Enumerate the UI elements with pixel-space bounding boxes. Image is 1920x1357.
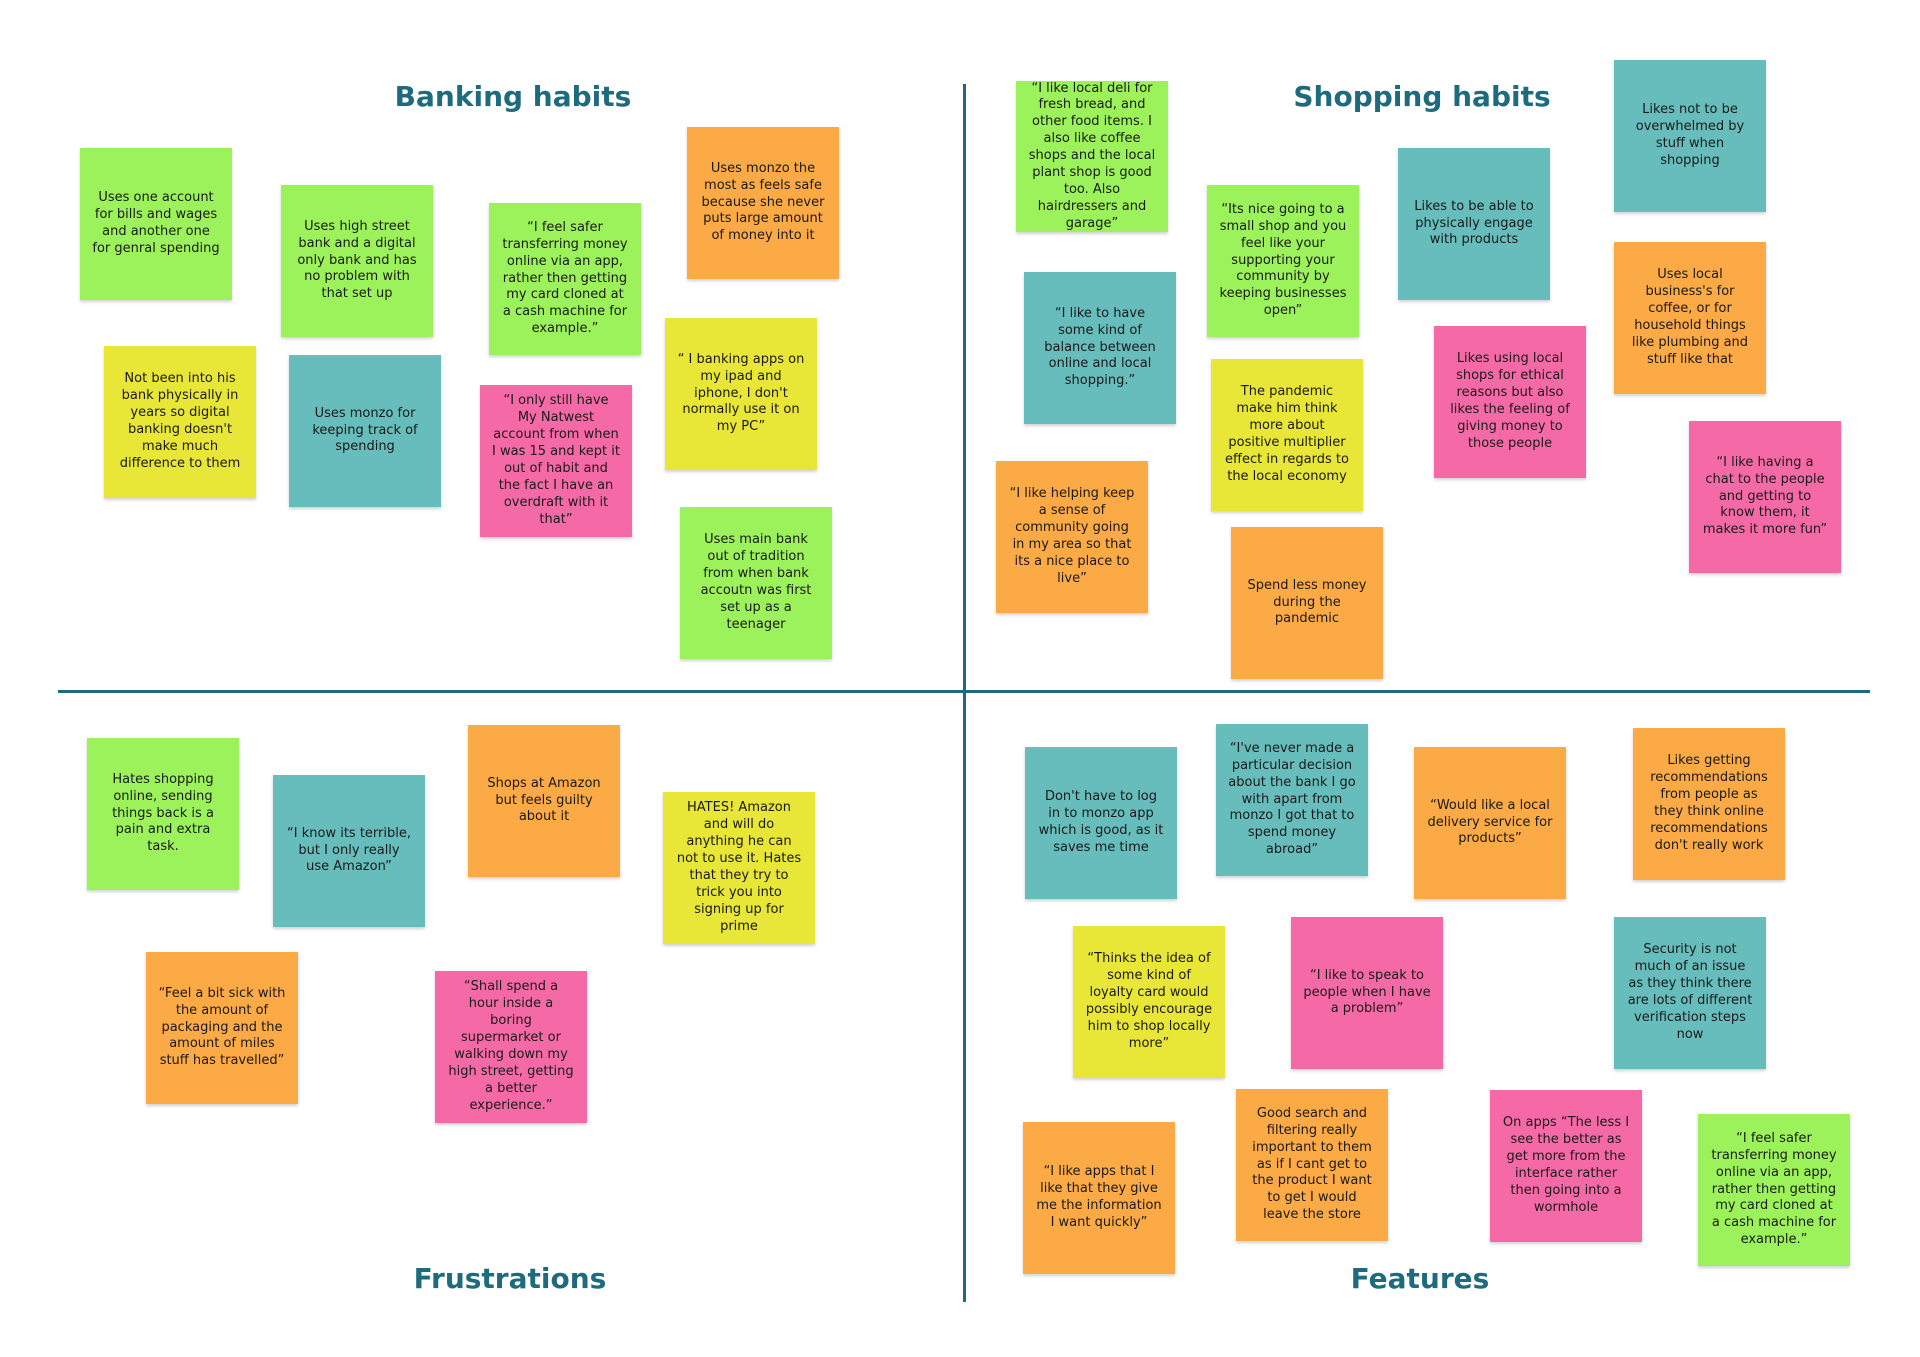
frustrations-note-6[interactable]: “Shall spend a hour inside a boring supe… (435, 971, 587, 1123)
frustrations-note-4[interactable]: HATES! Amazon and will do anything he ca… (663, 792, 815, 944)
frustrations-note-3[interactable]: Shops at Amazon but feels guilty about i… (468, 725, 620, 877)
banking-note-2[interactable]: Uses high street bank and a digital only… (281, 185, 433, 337)
features-note-8[interactable]: “I like apps that I like that they give … (1023, 1122, 1175, 1274)
vertical-divider (963, 84, 966, 1302)
banking-note-3[interactable]: “I feel safer transferring money online … (489, 203, 641, 355)
frustrations-note-2[interactable]: “I know its terrible, but I only really … (273, 775, 425, 927)
features-note-6[interactable]: “I like to speak to people when I have a… (1291, 917, 1443, 1069)
features-note-2[interactable]: “I've never made a particular decision a… (1216, 724, 1368, 876)
banking-habits-title: Banking habits (394, 80, 632, 113)
shopping-note-7[interactable]: Likes using local shops for ethical reas… (1434, 326, 1586, 478)
shopping-note-1[interactable]: “I like local deli for fresh bread, and … (1016, 81, 1168, 232)
banking-note-4[interactable]: Uses monzo the most as feels safe becaus… (687, 127, 839, 279)
banking-note-9[interactable]: Uses main bank out of tradition from whe… (680, 507, 832, 659)
features-note-9[interactable]: Good search and filtering really importa… (1236, 1089, 1388, 1241)
shopping-note-8[interactable]: Uses local business's for coffee, or for… (1614, 242, 1766, 394)
features-note-7[interactable]: Security is not much of an issue as they… (1614, 917, 1766, 1069)
shopping-note-5[interactable]: “I like to have some kind of balance bet… (1024, 272, 1176, 424)
features-note-11[interactable]: “I feel safer transferring money online … (1698, 1114, 1850, 1266)
banking-note-7[interactable]: “I only still have My Natwest account fr… (480, 385, 632, 537)
features-note-4[interactable]: Likes getting recommendations from peopl… (1633, 728, 1785, 880)
features-note-1[interactable]: Don't have to log in to monzo app which … (1025, 747, 1177, 899)
shopping-note-3[interactable]: Likes to be able to physically engage wi… (1398, 148, 1550, 300)
shopping-note-2[interactable]: “Its nice going to a small shop and you … (1207, 185, 1359, 337)
shopping-note-9[interactable]: “I like helping keep a sense of communit… (996, 461, 1148, 613)
frustrations-note-5[interactable]: “Feel a bit sick with the amount of pack… (146, 952, 298, 1104)
banking-note-6[interactable]: Uses monzo for keeping track of spending (289, 355, 441, 507)
frustrations-title: Frustrations (413, 1262, 607, 1295)
features-note-3[interactable]: “Would like a local delivery service for… (1414, 747, 1566, 899)
shopping-habits-title: Shopping habits (1293, 80, 1551, 113)
horizontal-divider (58, 690, 1870, 693)
frustrations-note-1[interactable]: Hates shopping online, sending things ba… (87, 738, 239, 890)
features-note-10[interactable]: On apps “The less I see the better as ge… (1490, 1090, 1642, 1242)
banking-note-5[interactable]: Not been into his bank physically in yea… (104, 346, 256, 498)
shopping-note-11[interactable]: “I like having a chat to the people and … (1689, 421, 1841, 573)
features-title: Features (1350, 1262, 1490, 1295)
shopping-note-10[interactable]: Spend less money during the pandemic (1231, 527, 1383, 679)
features-note-5[interactable]: “Thinks the idea of some kind of loyalty… (1073, 926, 1225, 1078)
banking-note-1[interactable]: Uses one account for bills and wages and… (80, 148, 232, 300)
shopping-note-4[interactable]: Likes not to be overwhelmed by stuff whe… (1614, 60, 1766, 212)
banking-note-8[interactable]: “ I banking apps on my ipad and iphone, … (665, 318, 817, 470)
shopping-note-6[interactable]: The pandemic make him think more about p… (1211, 359, 1363, 511)
